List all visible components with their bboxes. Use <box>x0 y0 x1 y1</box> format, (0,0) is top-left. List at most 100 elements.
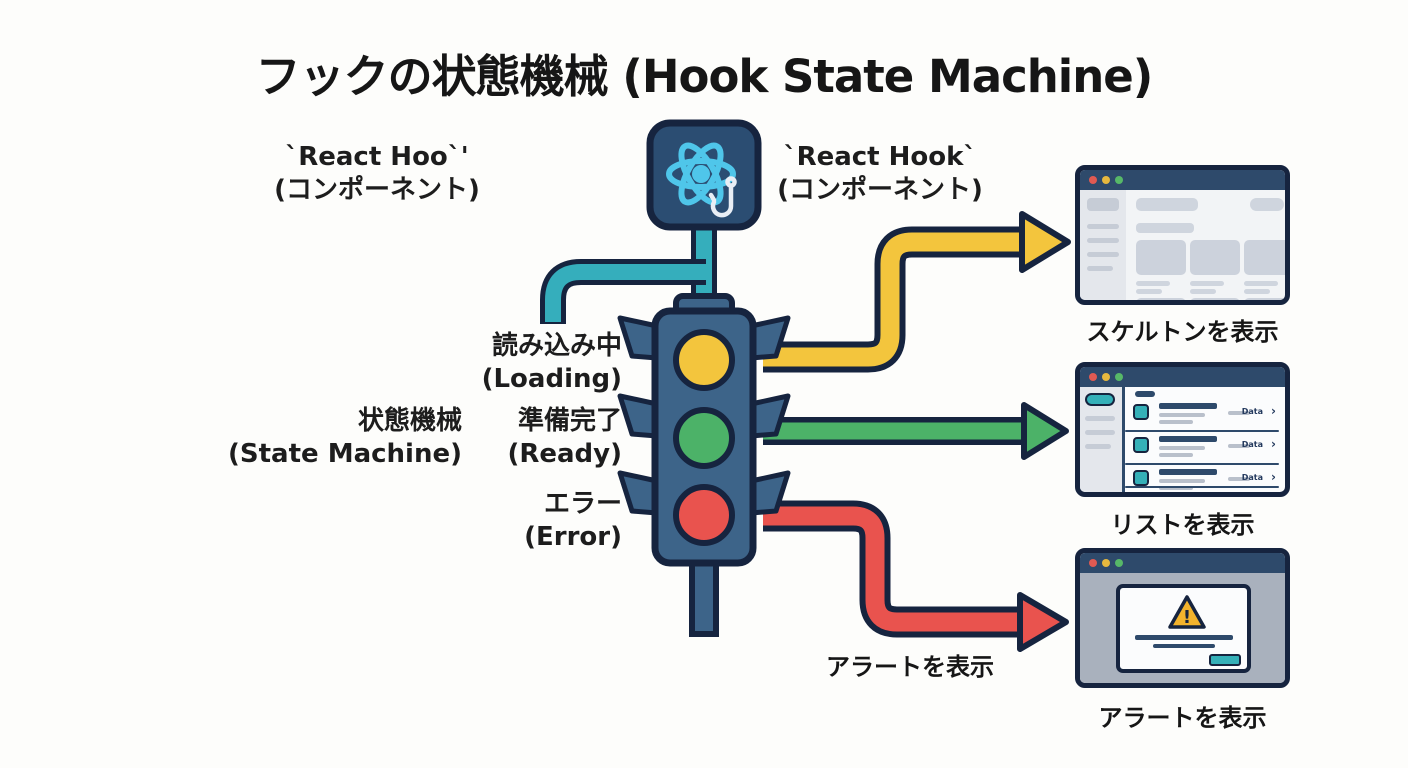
label-loading-state: 読み込み中 (Loading) <box>400 330 622 396</box>
list-item-text-bar <box>1159 420 1193 424</box>
label-react-hook-left-line1: `React Hoo`' <box>285 142 469 172</box>
label-loading-line2: (Loading) <box>481 364 622 394</box>
list-item-text-bar <box>1159 446 1205 450</box>
skeleton-card <box>1136 298 1186 300</box>
label-error-line1: エラー <box>543 489 622 519</box>
error-arrow-label: アラートを表示 <box>826 653 994 681</box>
label-error-state: エラー (Error) <box>470 488 622 554</box>
list-item-title-bar <box>1159 492 1217 497</box>
label-react-hook-right: `React Hook` (コンポーネント) <box>762 141 998 207</box>
label-react-hook-left-line2: (コンポーネント) <box>274 175 480 205</box>
skeleton-window <box>1075 165 1290 305</box>
skeleton-bar <box>1087 252 1119 257</box>
list-item-partial <box>1125 489 1279 497</box>
alert-window: ! <box>1075 548 1290 688</box>
list-item-dash <box>1228 411 1250 415</box>
skeleton-window-titlebar <box>1080 170 1285 190</box>
label-state-machine-line2: (State Machine) <box>228 439 462 469</box>
ready-arrow <box>763 402 1069 460</box>
label-react-hook-right-line2: (コンポーネント) <box>777 175 983 205</box>
skeleton-card <box>1190 240 1240 275</box>
sidebar-button <box>1085 393 1115 406</box>
skeleton-card <box>1244 240 1285 275</box>
page-title: フックの状態機械 (Hook State Machine) <box>255 50 1154 103</box>
label-ready-state: 準備完了 (Ready) <box>470 405 622 471</box>
skeleton-bar <box>1190 281 1224 286</box>
alert-content: ! <box>1080 573 1285 683</box>
label-ready-line2: (Ready) <box>507 439 622 469</box>
label-react-hook-right-line1: `React Hook` <box>783 142 977 172</box>
list-item-text-bar <box>1159 453 1193 457</box>
chevron-right-icon: › <box>1271 470 1276 484</box>
list-item: Data › <box>1125 466 1279 492</box>
window-close-icon <box>1089 373 1097 381</box>
react-atom-icon <box>666 142 736 206</box>
loading-light-yellow <box>673 329 735 391</box>
alert-message-bar <box>1153 644 1215 648</box>
skeleton-bar <box>1087 198 1119 211</box>
list-window: Data › Data › Data › <box>1075 362 1290 497</box>
skeleton-bar <box>1244 289 1270 294</box>
label-react-hook-left: `React Hoo`' (コンポーネント) <box>252 141 502 207</box>
list-item-dash <box>1228 444 1250 448</box>
react-logo-badge <box>646 119 762 231</box>
list-item: Data › <box>1125 433 1279 463</box>
alert-ok-button <box>1209 654 1241 666</box>
list-item-text-bar <box>1159 479 1205 483</box>
alert-window-titlebar <box>1080 553 1285 573</box>
window-maximize-icon <box>1115 373 1123 381</box>
sidebar-bar <box>1085 430 1115 435</box>
skeleton-bar <box>1244 281 1278 286</box>
skeleton-bar <box>1136 281 1170 286</box>
list-header-bar <box>1135 391 1155 397</box>
skeleton-bar <box>1136 289 1162 294</box>
window-minimize-icon <box>1102 559 1110 567</box>
fishing-hook-icon <box>708 176 737 218</box>
chevron-right-icon: › <box>1271 437 1276 451</box>
alert-caption: アラートを表示 <box>1098 704 1267 732</box>
list-content: Data › Data › Data › <box>1080 387 1285 492</box>
alert-message-bar <box>1135 635 1233 640</box>
window-minimize-icon <box>1102 176 1110 184</box>
skeleton-bar <box>1190 289 1216 294</box>
label-loading-line1: 読み込み中 <box>491 331 622 361</box>
skeleton-bar <box>1087 224 1119 229</box>
skeleton-card <box>1244 298 1285 300</box>
skeleton-bar <box>1087 238 1119 243</box>
traffic-light <box>617 293 791 637</box>
list-item-title-bar <box>1159 403 1217 409</box>
list-sidebar <box>1080 387 1122 492</box>
traffic-light-pole <box>689 553 719 637</box>
sidebar-bar <box>1085 416 1115 421</box>
list-separator <box>1125 486 1279 488</box>
warning-exclamation: ! <box>1183 607 1191 628</box>
skeleton-bar <box>1087 266 1113 271</box>
label-state-machine-line1: 状態機械 <box>357 406 462 436</box>
list-item-icon <box>1133 437 1149 453</box>
list-separator <box>1125 430 1279 432</box>
list-item-text-bar <box>1159 486 1193 490</box>
list-item-title-bar <box>1159 469 1217 475</box>
list-divider <box>1122 387 1125 492</box>
window-maximize-icon <box>1115 559 1123 567</box>
error-light-red <box>673 484 735 546</box>
list-item-icon <box>1133 404 1149 420</box>
list-item-icon <box>1133 493 1149 497</box>
list-item-text-bar <box>1159 413 1205 417</box>
list-item-data-label: Data <box>1241 473 1263 482</box>
ready-light-green <box>673 407 735 469</box>
list-item-dash <box>1228 477 1250 481</box>
skeleton-caption: スケルトンを表示 <box>1086 318 1279 346</box>
skeleton-bar <box>1136 223 1194 233</box>
chevron-right-icon: › <box>1271 404 1276 418</box>
list-separator <box>1125 463 1279 465</box>
window-close-icon <box>1089 176 1097 184</box>
skeleton-card <box>1136 240 1186 275</box>
list-window-titlebar <box>1080 367 1285 387</box>
label-state-machine: 状態機械 (State Machine) <box>228 405 462 471</box>
loading-arrow <box>763 211 1071 373</box>
skeleton-card <box>1190 298 1240 300</box>
error-arrow <box>763 500 1069 652</box>
alert-dialog: ! <box>1116 584 1251 673</box>
